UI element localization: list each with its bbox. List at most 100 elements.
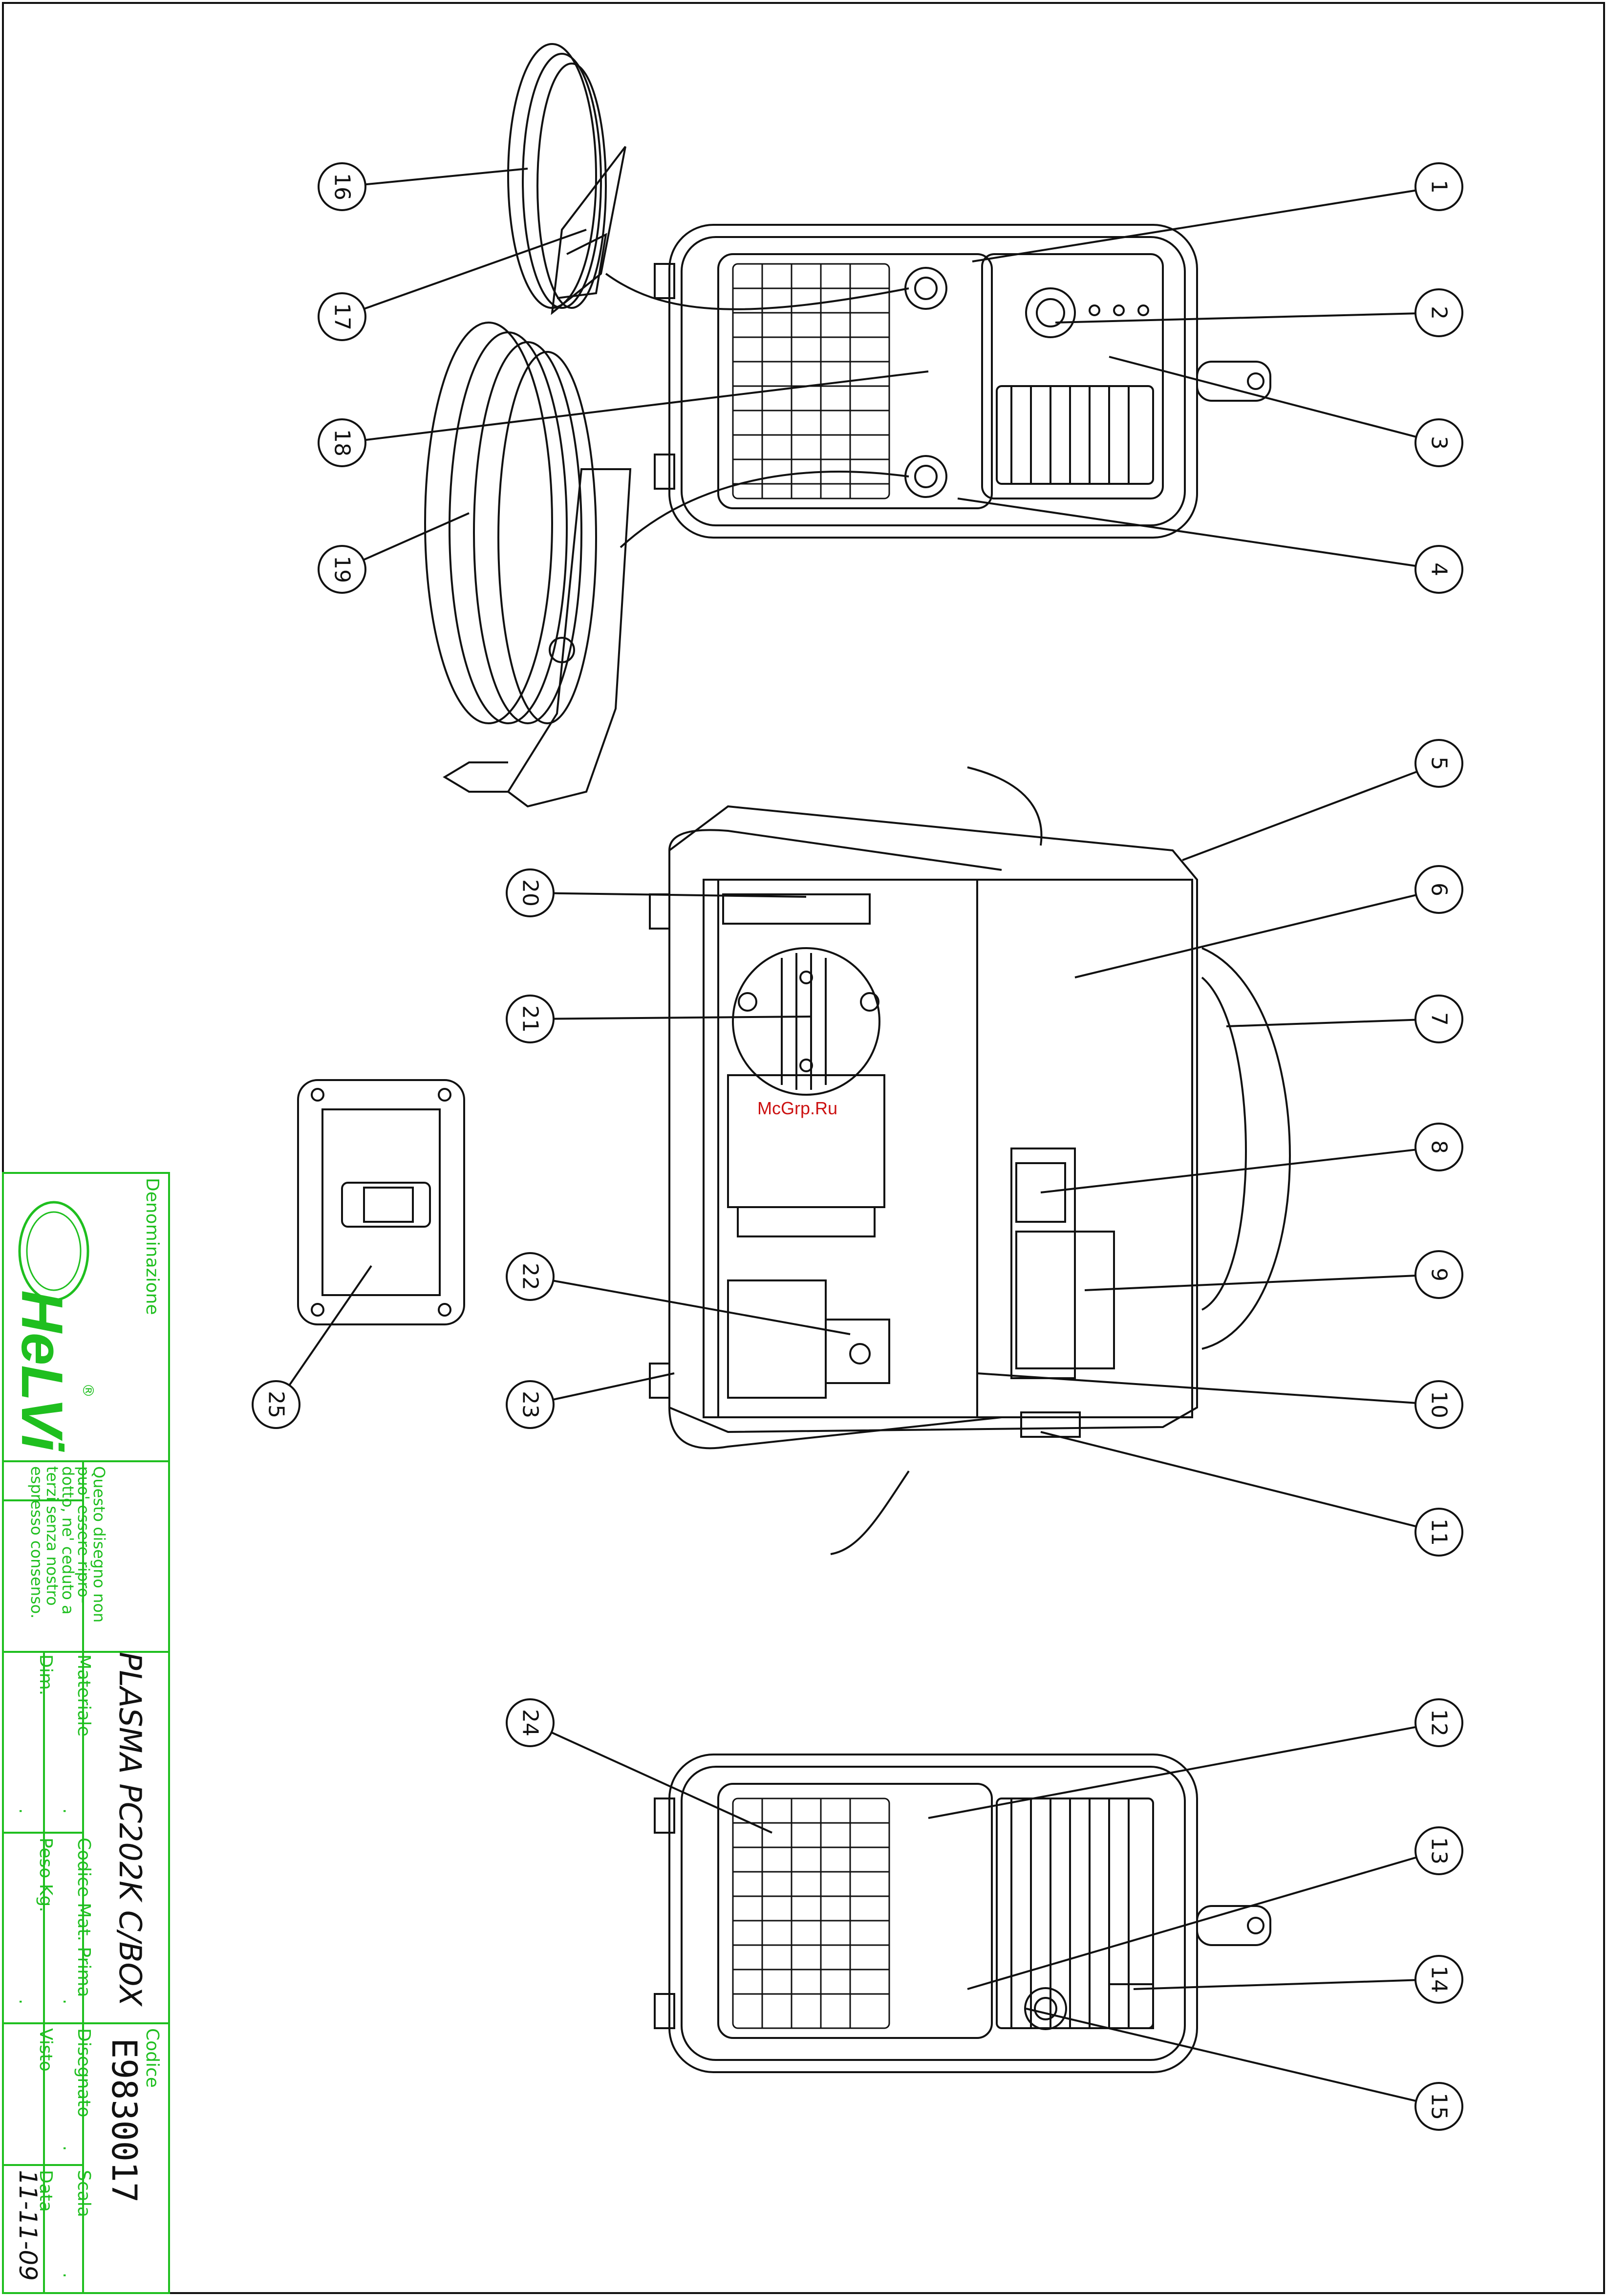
dim-label: Dim. xyxy=(36,1654,56,1695)
balloon-circle-1 xyxy=(1414,162,1463,211)
logo-registered-mark: ® xyxy=(79,1383,96,1398)
disegnato-value: . xyxy=(59,2145,79,2151)
balloon-label-19: 19 xyxy=(330,556,355,583)
balloon-label-15: 15 xyxy=(1427,2093,1452,2120)
balloon-leader-6 xyxy=(1074,894,1416,978)
balloon-leader-23 xyxy=(553,1372,675,1401)
balloon-label-16: 16 xyxy=(330,173,355,200)
balloon-leader-24 xyxy=(551,1732,772,1834)
balloon-leader-18 xyxy=(365,370,929,441)
balloon-label-2: 2 xyxy=(1427,306,1452,320)
balloon-label-14: 14 xyxy=(1427,1966,1452,1993)
balloon-leader-19 xyxy=(363,512,470,561)
data-label: Data xyxy=(36,2170,56,2212)
balloon-leader-22 xyxy=(553,1279,851,1335)
balloon-circle-13 xyxy=(1414,1826,1463,1875)
materiale-label: Materiale xyxy=(74,1654,94,1736)
balloon-circle-5 xyxy=(1414,739,1463,788)
balloon-circle-25 xyxy=(252,1380,300,1429)
codice-mat-value: . xyxy=(59,1999,79,2004)
balloon-circle-20 xyxy=(506,868,555,917)
balloon-leader-15 xyxy=(1026,2008,1416,2102)
balloon-circle-14 xyxy=(1414,1955,1463,2004)
balloon-circle-12 xyxy=(1414,1698,1463,1747)
balloon-label-5: 5 xyxy=(1427,757,1452,770)
balloon-label-17: 17 xyxy=(330,303,355,330)
balloon-circle-9 xyxy=(1414,1250,1463,1299)
balloon-circle-21 xyxy=(506,995,555,1043)
control-knob xyxy=(1025,287,1076,338)
drawing-title: PLASMA PC202K C/BOX xyxy=(112,1652,148,2007)
balloon-leader-7 xyxy=(1226,1018,1416,1027)
balloon-label-4: 4 xyxy=(1427,563,1452,576)
balloon-leader-16 xyxy=(365,168,528,186)
codice-label: Codice xyxy=(142,2028,162,2088)
balloon-label-20: 20 xyxy=(518,879,543,907)
view-side-cutaway xyxy=(649,766,1291,1555)
balloon-leader-2 xyxy=(1055,312,1416,324)
balloon-label-3: 3 xyxy=(1427,436,1452,450)
torch-socket xyxy=(904,455,947,498)
balloon-circle-3 xyxy=(1414,418,1463,467)
balloon-leader-12 xyxy=(928,1726,1416,1819)
balloon-circle-2 xyxy=(1414,288,1463,337)
balloon-circle-19 xyxy=(318,545,366,594)
balloon-circle-7 xyxy=(1414,995,1463,1043)
balloon-leader-1 xyxy=(972,189,1416,262)
data-value: 11-11-09 xyxy=(14,2170,42,2281)
codice-mat-label: Codice Mat. Prima xyxy=(74,1838,94,1997)
balloon-leader-5 xyxy=(1182,771,1417,861)
scala-value: . xyxy=(59,2273,79,2278)
gas-inlet xyxy=(1024,1987,1067,2030)
balloon-leader-21 xyxy=(553,1016,812,1020)
denominazione-label: Denominazione xyxy=(142,1178,162,1315)
logo-wordmark: HeLVi xyxy=(9,1290,75,1452)
visto-label: Visto xyxy=(36,2028,56,2072)
balloon-leader-10 xyxy=(977,1372,1416,1404)
balloon-label-11: 11 xyxy=(1427,1518,1452,1546)
balloon-leader-25 xyxy=(288,1265,372,1386)
balloon-leader-11 xyxy=(1040,1431,1416,1528)
balloon-circle-23 xyxy=(506,1380,555,1429)
balloon-circle-18 xyxy=(318,418,366,467)
balloon-leader-13 xyxy=(967,1856,1417,1990)
view-front-panel xyxy=(424,43,1271,808)
balloon-label-25: 25 xyxy=(264,1391,289,1418)
balloon-circle-8 xyxy=(1414,1123,1463,1171)
balloon-label-24: 24 xyxy=(518,1709,543,1736)
notice-line-5: espresso consenso. xyxy=(27,1466,46,1619)
balloon-circle-22 xyxy=(506,1252,555,1301)
balloon-circle-15 xyxy=(1414,2082,1463,2131)
notice-line-3: dotto, ne' ceduto a xyxy=(59,1466,77,1615)
balloon-leader-20 xyxy=(553,892,807,898)
balloon-leader-9 xyxy=(1084,1275,1416,1291)
balloon-label-18: 18 xyxy=(330,429,355,456)
balloon-leader-4 xyxy=(957,498,1416,567)
codice-value: E9830017 xyxy=(104,2038,144,2203)
front-grille xyxy=(732,263,890,499)
scala-label: Scala xyxy=(74,2170,94,2217)
balloon-label-21: 21 xyxy=(518,1005,543,1033)
title-block xyxy=(2,1172,170,2294)
materiale-value: . xyxy=(59,1808,79,1814)
dim-value: . xyxy=(15,1808,35,1814)
balloon-label-13: 13 xyxy=(1427,1837,1452,1864)
rear-grille xyxy=(732,1798,890,2029)
view-switch-detail xyxy=(297,1079,465,1325)
balloon-circle-6 xyxy=(1414,865,1463,914)
balloon-circle-16 xyxy=(318,162,366,211)
compressor-motor xyxy=(732,947,880,1096)
balloon-circle-10 xyxy=(1414,1380,1463,1429)
balloon-circle-4 xyxy=(1414,545,1463,594)
balloon-label-9: 9 xyxy=(1427,1268,1452,1281)
balloon-leader-8 xyxy=(1040,1148,1416,1193)
disegnato-label: Disegnato xyxy=(74,2028,94,2118)
mains-switch xyxy=(1108,1983,1154,2029)
balloon-leader-3 xyxy=(1109,356,1417,438)
balloon-label-7: 7 xyxy=(1427,1012,1452,1026)
balloon-circle-11 xyxy=(1414,1508,1463,1557)
helvi-logo: HeLVi ® xyxy=(9,1201,96,1452)
balloon-group: 1234567891011121314151617181920212223242… xyxy=(252,162,1463,2131)
peso-label: Peso Kg. xyxy=(36,1838,56,1912)
